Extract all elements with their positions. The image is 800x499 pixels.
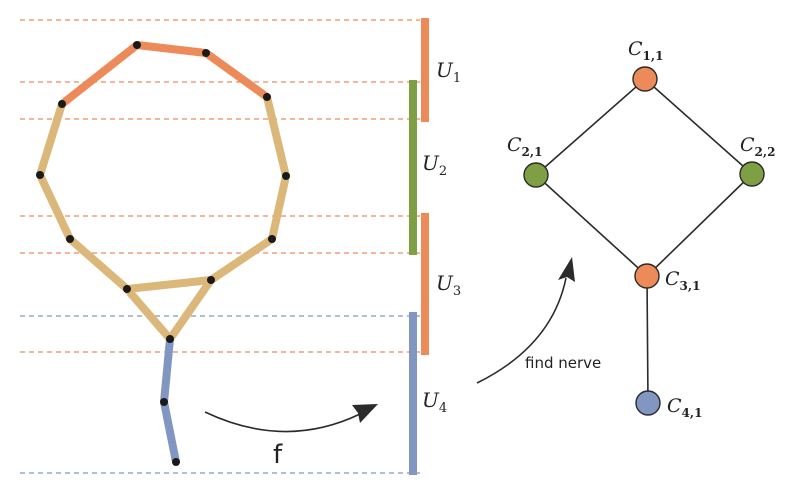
nerve-node-c31: [634, 263, 660, 289]
nerve-arrowhead-icon: [558, 257, 575, 282]
cloud-vertex: [36, 171, 44, 179]
cover-bar-u4: [409, 312, 417, 475]
cloud-edge: [123, 286, 174, 342]
nerve-edge-c22-c31: [646, 173, 753, 277]
nerve-label-c41: C4,1: [667, 395, 702, 420]
map-label: f: [273, 440, 283, 470]
cloud-edge: [136, 41, 207, 57]
point-cloud-edges: [36, 41, 290, 463]
nerve-edge-c11-c21: [535, 78, 646, 176]
nerve-edge-c11-c22: [644, 78, 753, 175]
cover-labels: U1 U2 U3 U4: [422, 58, 461, 416]
cloud-vertex: [133, 41, 141, 49]
cover-bar-u1: [421, 18, 429, 122]
cloud-vertex: [160, 398, 168, 406]
cover-bar-u2: [409, 80, 417, 255]
nerve-node-c22: [739, 161, 765, 187]
cover-label-u2: U2: [422, 151, 447, 179]
nerve-edge-c31-c41: [646, 275, 649, 404]
nerve-label-c31: C3,1: [665, 268, 700, 293]
nerve-caption: find nerve: [525, 354, 601, 372]
cloud-edge: [36, 102, 66, 177]
map-arrow-curve: [204, 411, 361, 433]
point-cloud-vertices: [36, 41, 290, 466]
cloud-edge: [166, 277, 215, 342]
cloud-edge: [160, 401, 180, 463]
cloud-vertex: [263, 93, 271, 101]
cloud-vertex: [202, 49, 210, 57]
map-arrow: f: [204, 404, 378, 470]
cloud-edge: [208, 235, 275, 284]
cloud-edge: [160, 338, 174, 403]
cloud-vertex: [172, 458, 180, 466]
nerve-label-c21: C2,1: [507, 134, 542, 159]
cloud-vertex: [268, 235, 276, 243]
nerve-label-c22: C2,2: [740, 134, 775, 159]
nerve-arrow-curve: [476, 277, 567, 384]
cloud-vertex: [207, 276, 215, 284]
cloud-edge: [263, 96, 290, 177]
cloud-edge: [67, 235, 130, 293]
cloud-edge: [203, 49, 270, 101]
nerve-node-c41: [635, 390, 661, 416]
cloud-edge: [268, 175, 290, 240]
nerve-edge-c21-c31: [535, 174, 648, 277]
cloud-vertex: [66, 235, 74, 243]
nerve-node-c11: [632, 66, 658, 92]
cover-label-u1: U1: [436, 58, 461, 86]
cloud-edge: [36, 173, 74, 241]
nerve-edges: [535, 78, 753, 404]
cloud-edge: [126, 276, 212, 293]
nerve-label-c11: C1,1: [628, 38, 663, 63]
nerve-labels: C1,1 C2,1 C2,2 C3,1 C4,1: [507, 38, 775, 420]
cover-label-u4: U4: [422, 388, 447, 416]
cover-bars: [409, 18, 429, 475]
cover-bar-u3: [421, 213, 429, 355]
cloud-edge: [59, 41, 140, 108]
nerve-node-c21: [523, 162, 549, 188]
map-arrowhead-icon: [352, 404, 378, 423]
nerve-nodes: [523, 66, 765, 416]
nerve-arrow: find nerve: [476, 257, 601, 384]
cover-label-u3: U3: [436, 271, 461, 299]
cloud-vertex: [166, 335, 174, 343]
cloud-vertex: [282, 172, 290, 180]
cloud-vertex: [58, 100, 66, 108]
cloud-vertex: [123, 285, 131, 293]
